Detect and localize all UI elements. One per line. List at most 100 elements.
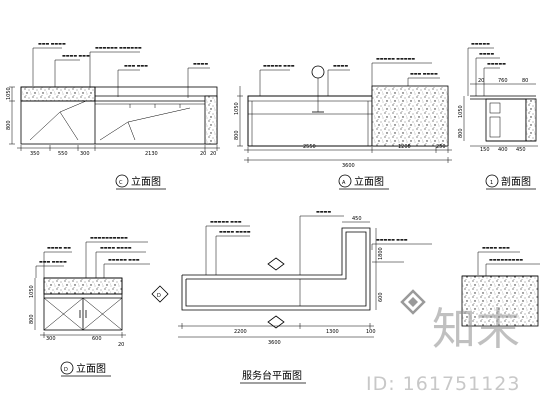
dim-text: 250 <box>436 144 446 150</box>
leader-notes: ▬▬▬ ▬▬▬▬ ▬▬▬▬ ▬▬▬ ▬▬▬▬▬▬ ▬▬▬▬▬▬ ▬▬▬ ▬▬▬ … <box>32 41 210 98</box>
svg-text:▬▬▬▬ ▬▬▬: ▬▬▬▬ ▬▬▬ <box>62 53 90 58</box>
view-title: 服务台平面图 <box>242 369 302 382</box>
dim-text: 2200 <box>234 329 247 335</box>
section-callout <box>311 65 325 79</box>
svg-text:▬▬▬▬▬▬▬▬▬: ▬▬▬▬▬▬▬▬▬ <box>489 257 523 262</box>
svg-text:▬▬▬ ▬▬▬▬: ▬▬▬ ▬▬▬▬ <box>38 41 66 46</box>
dim-text: 20 <box>200 151 206 157</box>
section-detail-view: ▬▬▬▬ ▬▬▬ ▬▬▬▬▬▬▬▬▬ <box>461 245 540 327</box>
watermark-logo-text: 知末 <box>432 304 520 355</box>
svg-text:▬▬▬▬▬: ▬▬▬▬▬ <box>487 61 506 66</box>
granite-block <box>371 85 449 147</box>
view-title-a: A 立面图 <box>338 174 389 190</box>
watermark-id: ID: 161751123 <box>366 373 520 395</box>
svg-text:▬▬▬▬▬▬ ▬▬▬▬▬▬: ▬▬▬▬▬▬ ▬▬▬▬▬▬ <box>95 45 142 50</box>
dim-text: 80 <box>522 78 528 84</box>
watermark: 知末 ID: 161751123 <box>366 289 520 395</box>
dim-text: 760 <box>498 78 508 84</box>
dim-text: 600 <box>92 336 102 342</box>
svg-text:▬▬▬▬: ▬▬▬▬ <box>316 209 331 214</box>
svg-text:▬▬▬▬: ▬▬▬▬ <box>333 63 348 68</box>
svg-text:▬▬▬▬: ▬▬▬▬ <box>479 51 494 56</box>
dim-text: 550 <box>58 151 68 157</box>
leader-notes: ▬▬▬▬▬ ▬▬▬▬ ▬▬▬▬▬ <box>467 41 506 96</box>
elevation-c-view: ▬▬▬ ▬▬▬▬ ▬▬▬▬ ▬▬▬ ▬▬▬▬▬▬ ▬▬▬▬▬▬ ▬▬▬ ▬▬▬ … <box>6 41 220 190</box>
service-desk-plan-view: ▬▬▬▬▬ ▬▬▬ ▬▬▬▬ ▬▬▬▬ ▬▬▬▬ ▬▬▬▬▬ ▬▬▬ D 450… <box>151 209 432 384</box>
view-marker: 1 <box>490 180 493 186</box>
view-title-c: C 立面图 <box>115 174 166 190</box>
leader-notes: ▬▬▬▬ ▬▬ ▬▬▬ ▬▬▬▬ ▬▬▬▬▬▬▬▬▬▬ ▬▬▬▬ ▬▬▬▬ ▬▬… <box>35 235 150 284</box>
view-title-d: D 立面图 <box>60 361 111 377</box>
dim-text: 100 <box>366 329 376 335</box>
view-marker: A <box>342 180 346 186</box>
dim-text: 1050 <box>458 105 464 118</box>
dimension-left: 1050 800 <box>234 86 243 147</box>
svg-text:▬▬▬▬: ▬▬▬▬ <box>193 61 208 66</box>
leader-notes: ▬▬▬▬▬ ▬▬▬ ▬▬▬▬ ▬▬▬▬ ▬▬▬▬ ▬▬▬▬▬ ▬▬▬ <box>205 209 432 275</box>
dim-text: 800 <box>6 120 12 130</box>
dim-text: 1300 <box>326 329 339 335</box>
dimension-bottom: 300 600 20 <box>40 332 126 348</box>
dim-text: 300 <box>46 336 56 342</box>
view-title: 立面图 <box>76 362 106 375</box>
svg-text:▬▬▬▬▬ ▬▬▬: ▬▬▬▬▬ ▬▬▬ <box>210 219 242 224</box>
view-marker-d: D <box>151 285 169 303</box>
dim-text: 350 <box>30 151 40 157</box>
svg-text:▬▬▬▬ ▬▬▬▬: ▬▬▬▬ ▬▬▬▬ <box>100 245 132 250</box>
dim-total: 3600 <box>268 340 281 346</box>
svg-text:▬▬▬▬▬: ▬▬▬▬▬ <box>471 41 490 46</box>
dim-text: 2550 <box>303 144 316 150</box>
dim-text: 450 <box>516 147 526 153</box>
view-marker-a <box>267 315 285 329</box>
svg-text:▬▬▬▬ ▬▬: ▬▬▬▬ ▬▬ <box>47 245 71 250</box>
view-title: 剖面图 <box>501 175 531 188</box>
dimension-bottom: 350 550 300 2130 20 20 <box>17 145 220 157</box>
granite-end-panel <box>204 95 218 145</box>
dim-text: 20 <box>478 78 484 84</box>
granite-top-left <box>20 86 96 102</box>
dim-text: 800 <box>234 130 240 140</box>
svg-text:▬▬▬▬▬▬▬▬▬▬: ▬▬▬▬▬▬▬▬▬▬ <box>90 235 128 240</box>
dim-text: 600 <box>378 292 384 302</box>
dim-text: 300 <box>80 151 90 157</box>
dim-text: 20 <box>118 342 124 348</box>
dim-text: 450 <box>352 216 362 222</box>
leader-notes: ▬▬▬▬ ▬▬▬ ▬▬▬▬▬▬▬▬▬ <box>477 245 540 278</box>
view-marker: D <box>64 367 68 373</box>
dim-text: 1050 <box>234 102 240 115</box>
dim-text: 1050 <box>6 87 12 100</box>
dimension-left: 1050 800 <box>458 96 465 141</box>
view-title-1: 1 剖面图 <box>485 174 536 190</box>
svg-text:▬▬▬ ▬▬▬▬: ▬▬▬ ▬▬▬▬ <box>410 71 438 76</box>
dim-text: 800 <box>458 128 464 138</box>
elevation-d-view: ▬▬▬▬ ▬▬ ▬▬▬ ▬▬▬▬ ▬▬▬▬▬▬▬▬▬▬ ▬▬▬▬ ▬▬▬▬ ▬▬… <box>29 235 150 377</box>
dim-text: 400 <box>498 147 508 153</box>
view-marker: D <box>157 293 161 299</box>
svg-text:▬▬▬ ▬▬▬: ▬▬▬ ▬▬▬ <box>124 63 148 68</box>
svg-text:▬▬▬▬ ▬▬▬: ▬▬▬▬ ▬▬▬ <box>482 245 510 250</box>
granite-block <box>461 275 539 327</box>
dimension-left: 1050 800 <box>29 278 36 330</box>
dim-text: 1200 <box>398 144 411 150</box>
svg-text:▬▬▬ ▬▬▬▬: ▬▬▬ ▬▬▬▬ <box>39 259 67 264</box>
desk-outline <box>181 227 371 311</box>
dimension-left: 1050 800 <box>6 86 15 145</box>
svg-text:▬▬▬▬▬ ▬▬▬: ▬▬▬▬▬ ▬▬▬ <box>263 63 295 68</box>
dimension-bottom: 2200 1300 100 3600 <box>178 323 376 346</box>
dim-text: 800 <box>29 314 35 324</box>
watermark-logo: 知末 <box>400 289 520 355</box>
dim-text: 2130 <box>145 151 158 157</box>
elevation-a-view: ▬▬▬▬▬ ▬▬▬ ▬▬▬▬ ▬▬▬▬▬ ▬▬▬▬▬ ▬▬▬ ▬▬▬▬ 2550… <box>234 56 452 190</box>
section-1-view: ▬▬▬▬▬ ▬▬▬▬ ▬▬▬▬▬ 20 760 80 150 400 450 1… <box>458 41 538 190</box>
svg-text:▬▬▬▬▬ ▬▬▬: ▬▬▬▬▬ ▬▬▬ <box>376 237 408 242</box>
granite-top <box>43 277 123 295</box>
dim-text: 1050 <box>29 285 35 298</box>
view-marker: C <box>119 180 123 186</box>
svg-text:▬▬▬▬▬ ▬▬▬: ▬▬▬▬▬ ▬▬▬ <box>108 257 140 262</box>
dimension-bottom: 2550 1200 250 3600 <box>244 144 452 169</box>
view-title-plan: 服务台平面图 <box>240 369 306 384</box>
view-title: 立面图 <box>354 175 384 188</box>
view-marker-c <box>267 257 285 271</box>
svg-text:▬▬▬▬ ▬▬▬▬: ▬▬▬▬ ▬▬▬▬ <box>219 229 251 234</box>
